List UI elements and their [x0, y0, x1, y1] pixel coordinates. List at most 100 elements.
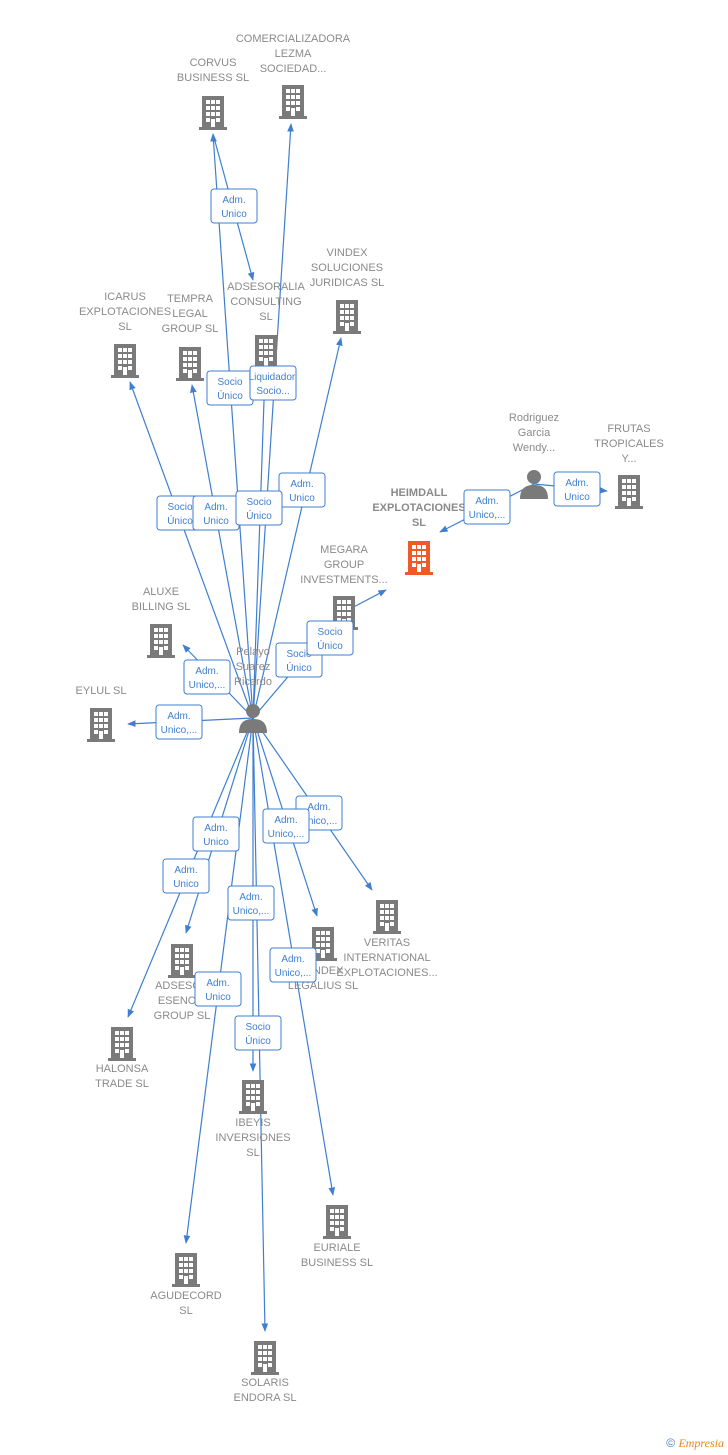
edge-label-pelayo-adsesor_esencia[interactable]: Adm.Unico [192, 816, 240, 852]
edge-label-line: Adm. [204, 823, 227, 834]
node-label-line: IBEYIS [235, 1117, 270, 1129]
building-icon [252, 335, 280, 369]
edge-label-pelayo-solaris[interactable]: Adm. Unico,... [227, 885, 275, 921]
node-label-line: LEZMA [275, 48, 312, 60]
edge-label-pelayo-agudecord[interactable]: Adm.Unico [194, 971, 242, 1007]
edge-label-line: Unico [564, 492, 590, 503]
edge-label-box [553, 471, 601, 507]
edge-label-rodriguez-frutas[interactable]: Adm.Unico [553, 471, 601, 507]
edge-label-pelayo-vindex[interactable]: Adm.Unico [278, 472, 326, 508]
node-megara[interactable]: MEGARAGROUPINVESTMENTS... [300, 544, 388, 630]
node-label-line: ADSESORALIA [227, 281, 305, 293]
edge-label-line: Adm. [475, 496, 498, 507]
edge-label-line: Único [317, 639, 343, 652]
edge-label-line: Unico [203, 516, 229, 527]
edge-label-pelayo-eylul[interactable]: Adm.Unico,... [155, 704, 203, 740]
node-label-line: CORVUS [190, 57, 237, 69]
edge-label-line: Adm. [281, 954, 304, 965]
building-icon [87, 708, 115, 742]
edge-label-pelayo-euriale[interactable]: Adm.Unico,... [269, 947, 317, 983]
edge-label-line: Unico,... [301, 816, 338, 827]
building-icon [176, 347, 204, 381]
edge-label-box [235, 490, 283, 526]
node-label-line: ALUXE [143, 586, 179, 598]
node-label-line: SL [179, 1305, 192, 1317]
node-comercializadora[interactable]: COMERCIALIZADORALEZMASOCIEDAD... [236, 33, 351, 119]
node-label-line: FRUTAS [607, 423, 650, 435]
node-label-line: SL [118, 321, 131, 333]
edge-label-line: Adm. [204, 502, 227, 513]
node-label-line: SOLARIS [241, 1377, 289, 1389]
edge-label-box [227, 885, 275, 921]
node-label-line: COMERCIALIZADORA [236, 33, 351, 45]
node-label-line: EURIALE [313, 1242, 360, 1254]
node-label-line: VERITAS [364, 937, 410, 949]
edge-label-line: Unico,... [233, 906, 270, 917]
node-veritas[interactable]: VERITASINTERNATIONALEXPLOTACIONES... [336, 900, 438, 979]
edge-label-box [463, 489, 511, 525]
edge-label-pelayo-vindex_legalius[interactable]: Adm.Unico,... [262, 808, 310, 844]
edge-label-line: Único [245, 1034, 271, 1047]
node-label-line: LEGALIUS SL [288, 980, 358, 992]
copyright-footer[interactable]: © Empresia [666, 1436, 724, 1451]
edge-label-line: Unico,... [189, 680, 226, 691]
node-label-line: Wendy... [513, 442, 555, 454]
node-corvus[interactable]: CORVUS BUSINESS SL [177, 57, 249, 130]
node-rodriguez[interactable]: RodriguezGarciaWendy... [509, 412, 559, 499]
node-euriale[interactable]: EURIALE BUSINESS SL [301, 1205, 373, 1269]
edge-label-box [183, 659, 231, 695]
node-eylul[interactable]: EYLUL SL [76, 685, 127, 742]
edge-label-box [162, 858, 210, 894]
edge-label-line: Único [286, 661, 312, 674]
node-label-line: SL [259, 311, 272, 323]
edge-pelayo-comercializadora [252, 123, 294, 719]
edge-label-pelayo-tempra[interactable]: Adm. Unico [192, 495, 240, 531]
edge-label-box [278, 472, 326, 508]
edge-label-line: Unico [289, 493, 315, 504]
node-label-line: Y... [621, 453, 636, 465]
edge-label-box [192, 816, 240, 852]
edge-pelayo-vindex [252, 337, 343, 719]
building-icon [279, 85, 307, 119]
edge-label-line: Socio [286, 649, 311, 660]
edge-label-corvus-adsesoralia[interactable]: Adm.Unico [210, 188, 258, 224]
node-agudecord[interactable]: AGUDECORD SL [150, 1253, 222, 1317]
building-icon [333, 300, 361, 334]
edge-pelayo-corvus [210, 133, 254, 719]
node-label-line: AGUDECORD [150, 1290, 222, 1302]
building-icon [108, 1027, 136, 1061]
node-frutas[interactable]: FRUTAS TROPICALES Y... [594, 423, 664, 509]
edge-label-line: Adm. [239, 892, 262, 903]
node-label-line: BUSINESS SL [177, 72, 249, 84]
edge-label-box [249, 365, 297, 401]
edge-label-rodriguez-heimdall[interactable]: Adm. Unico,... [463, 489, 511, 525]
node-label-line: BUSINESS SL [301, 1257, 373, 1269]
node-label-line: TROPICALES [594, 438, 664, 450]
edge-label-pelayo-halonsa[interactable]: Adm.Unico [162, 858, 210, 894]
edge-label-pelayo-comercializadora[interactable]: Liquidador,Socio... [249, 365, 298, 401]
node-label-line: Pelayo [236, 646, 270, 658]
edge-label-pelayo-aluxe[interactable]: Adm.Unico,... [183, 659, 231, 695]
edge-label-line: Único [167, 514, 193, 527]
node-label-line: TEMPRA [167, 293, 214, 305]
building-icon [251, 1341, 279, 1375]
edge-label-line: Unico,... [469, 510, 506, 521]
building-icon [405, 541, 433, 575]
edge-label-line: Adm. [307, 802, 330, 813]
edge-label-box [262, 808, 310, 844]
